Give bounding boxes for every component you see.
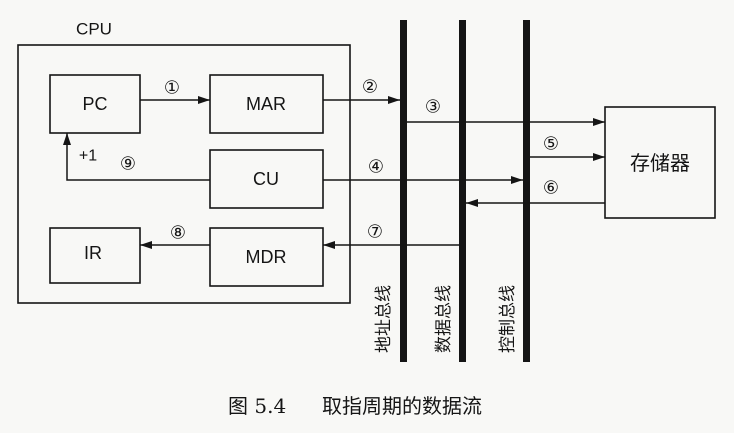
address-bus-line xyxy=(400,20,407,362)
mdr-register: MDR xyxy=(209,227,324,287)
arrow-step-9-cu-to-pc xyxy=(63,133,210,181)
control-bus-line xyxy=(523,20,530,362)
step-4-label: ④ xyxy=(368,157,384,178)
step-3-label: ③ xyxy=(425,97,441,118)
step-2-label: ② xyxy=(362,77,378,98)
cpu-box xyxy=(17,44,351,304)
step-9-label: ⑨ xyxy=(120,154,136,175)
data-bus-label: 数据总线 xyxy=(434,285,454,353)
ir-box xyxy=(49,227,141,284)
step-5-label: ⑤ xyxy=(543,134,559,155)
mar-label: MAR xyxy=(246,94,286,114)
cu-box xyxy=(209,149,324,209)
cu-label: CU xyxy=(253,169,279,189)
control-bus: 控制总线 xyxy=(498,20,530,362)
memory-label: 存储器 xyxy=(630,151,690,175)
mar-box xyxy=(209,74,324,134)
step-6-label: ⑥ xyxy=(543,178,559,199)
cu-unit: CU xyxy=(209,149,324,209)
caption-title: 取指周期的数据流 xyxy=(322,394,482,418)
memory-box xyxy=(604,106,716,219)
pc-box xyxy=(49,74,141,134)
cpu-label: CPU xyxy=(76,20,112,39)
mdr-label: MDR xyxy=(246,247,287,267)
pc-register: PC xyxy=(49,74,141,134)
step-8-label: ⑧ xyxy=(170,223,186,244)
mar-register: MAR xyxy=(209,74,324,134)
cpu-block: CPU xyxy=(17,20,351,304)
ir-label: IR xyxy=(84,243,102,263)
memory-block: 存储器 xyxy=(604,106,716,219)
caption-number: 图 5.4 xyxy=(228,394,286,418)
step-1-label: ① xyxy=(164,78,180,99)
address-bus: 地址总线 xyxy=(374,20,407,362)
data-bus-line xyxy=(459,20,466,362)
ir-register: IR xyxy=(49,227,141,284)
step-7-label: ⑦ xyxy=(367,222,383,243)
address-bus-label: 地址总线 xyxy=(374,285,394,353)
data-bus: 数据总线 xyxy=(434,20,466,362)
mdr-box xyxy=(209,227,324,287)
control-bus-label: 控制总线 xyxy=(498,285,518,353)
increment-label: +1 xyxy=(79,148,97,165)
figure-caption: 图 5.4 取指周期的数据流 xyxy=(228,394,482,418)
pc-label: PC xyxy=(82,94,107,114)
